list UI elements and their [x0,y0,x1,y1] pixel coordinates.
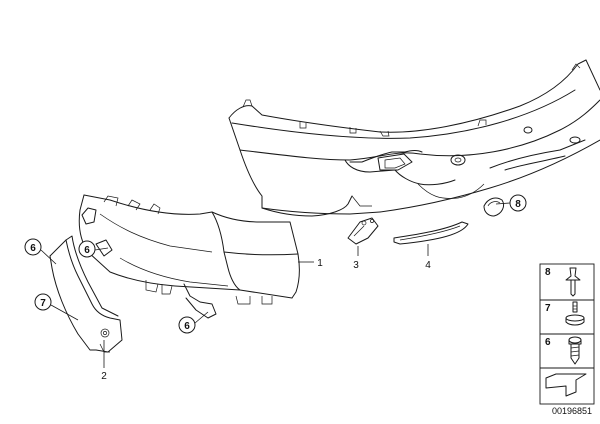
svg-text:7: 7 [40,298,46,309]
corner-panel-part-1 [78,194,300,319]
callout-6-bottom: 6 [178,316,196,334]
legend-row-8: 8 [545,267,581,297]
bracket-shape-icon [545,373,587,397]
label-part-4: 4 [425,260,431,271]
callout-6-mid: 6 [78,240,96,258]
svg-text:8: 8 [545,267,551,278]
svg-text:6: 6 [84,245,90,256]
svg-text:8: 8 [515,199,521,210]
leader-lines [40,202,511,368]
screw-icon [568,336,582,365]
callout-6-left: 6 [24,238,42,256]
label-part-2: 2 [101,371,107,382]
svg-text:6: 6 [30,243,36,254]
label-part-1: 1 [317,258,323,269]
bracket-part-3 [347,217,379,245]
washer-screw-icon [565,301,585,326]
reflector-part-4 [393,221,469,245]
mud-guard-part-2 [49,235,123,353]
legend-row-7: 7 [545,301,585,326]
callout-8: 8 [509,194,527,212]
svg-text:6: 6 [545,337,551,348]
fastener-legend: 8 7 6 [539,263,595,405]
legend-row-6: 6 [545,336,582,365]
svg-text:6: 6 [184,321,190,332]
document-number: 00196851 [552,406,592,416]
callout-7: 7 [34,293,52,311]
label-part-3: 3 [353,260,359,271]
svg-text:7: 7 [545,303,551,314]
tow-hook-cover-part-8 [483,197,505,217]
bumper-trim-panel [228,59,600,217]
push-rivet-icon [565,267,581,297]
